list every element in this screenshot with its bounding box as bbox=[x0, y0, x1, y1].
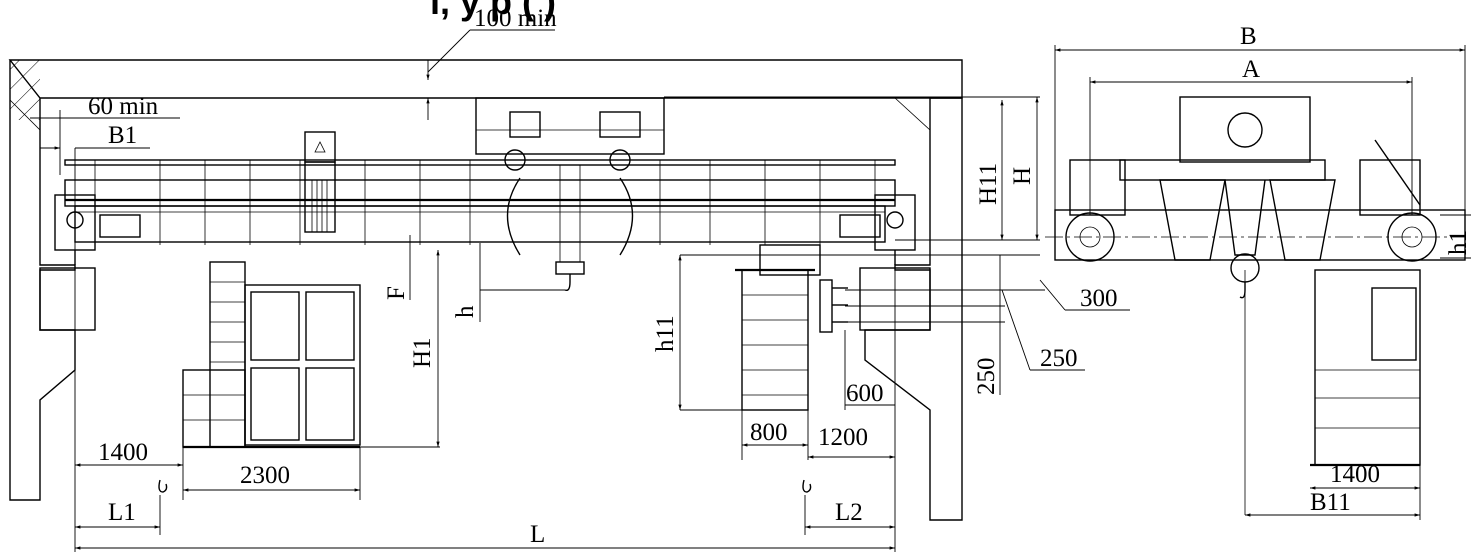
building-section bbox=[8, 59, 963, 521]
label-1400-left: 1400 bbox=[98, 439, 148, 466]
dimension-lines bbox=[30, 29, 1471, 552]
label-1200: 1200 bbox=[818, 424, 868, 451]
bridge-girder bbox=[54, 159, 916, 265]
label-b: B bbox=[1240, 23, 1257, 50]
label-60-min: 60 min bbox=[88, 93, 159, 120]
label-b11: B11 bbox=[1310, 489, 1351, 516]
label-600: 600 bbox=[846, 380, 884, 407]
floor-hook-right-icon bbox=[802, 479, 812, 493]
label-300: 300 bbox=[1080, 285, 1118, 312]
label-l: L bbox=[530, 521, 545, 548]
label-h11: h11 bbox=[652, 315, 679, 352]
maintenance-platform bbox=[735, 244, 848, 411]
label-2300: 2300 bbox=[240, 462, 290, 489]
label-l1: L1 bbox=[108, 499, 136, 526]
electrical-cabinet bbox=[304, 131, 336, 233]
floor-hook-left-icon bbox=[158, 479, 168, 493]
label-h11-upper: H11 bbox=[975, 163, 1002, 205]
drawing-title: ı, у р ( ) bbox=[430, 0, 556, 22]
trolley bbox=[475, 97, 665, 292]
label-250-vertical: 250 bbox=[973, 358, 1000, 396]
crane-side-view bbox=[1054, 96, 1466, 467]
operator-cabin bbox=[182, 261, 361, 449]
label-h: H bbox=[1009, 167, 1036, 185]
label-b1: B1 bbox=[108, 122, 137, 149]
label-l2: L2 bbox=[835, 499, 863, 526]
label-h1: H1 bbox=[409, 337, 436, 368]
label-small-h: h bbox=[452, 305, 479, 318]
label-f: F bbox=[383, 286, 410, 300]
label-1400-right: 1400 bbox=[1330, 461, 1380, 488]
label-800: 800 bbox=[750, 419, 788, 446]
label-100-min: 100 min bbox=[474, 5, 557, 32]
label-small-h1: h1 bbox=[1445, 230, 1471, 255]
label-a: A bbox=[1242, 56, 1260, 83]
label-250-leader: 250 bbox=[1040, 345, 1078, 372]
